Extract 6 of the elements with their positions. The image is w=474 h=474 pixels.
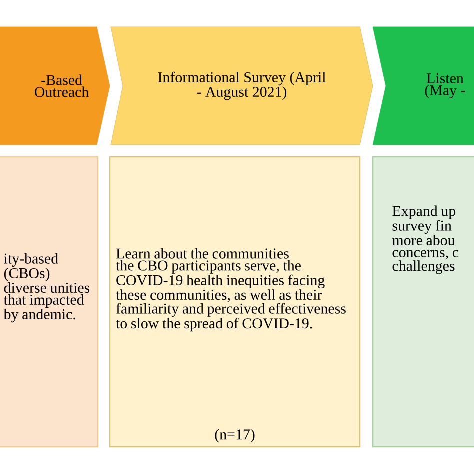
chevron-step: Listen (May - <box>372 26 474 146</box>
text-box: Expand up survey fin more abou concerns, c challenges <box>372 156 474 448</box>
text-box: Learn about the communities the CBO participants serve, the COVID-19 health inequities facing these communities, as well as their familiarity and perceived effectiveness to slow the spread of COVID-19. (n=17) <box>109 156 361 448</box>
text-box: ity-based (CBOs) diverse unities that impacted by andemic. <box>0 156 99 448</box>
chevron-step: -Based Outreach <box>0 26 110 146</box>
chevron-step: Informational Survey (April - August 2021) <box>110 26 374 146</box>
